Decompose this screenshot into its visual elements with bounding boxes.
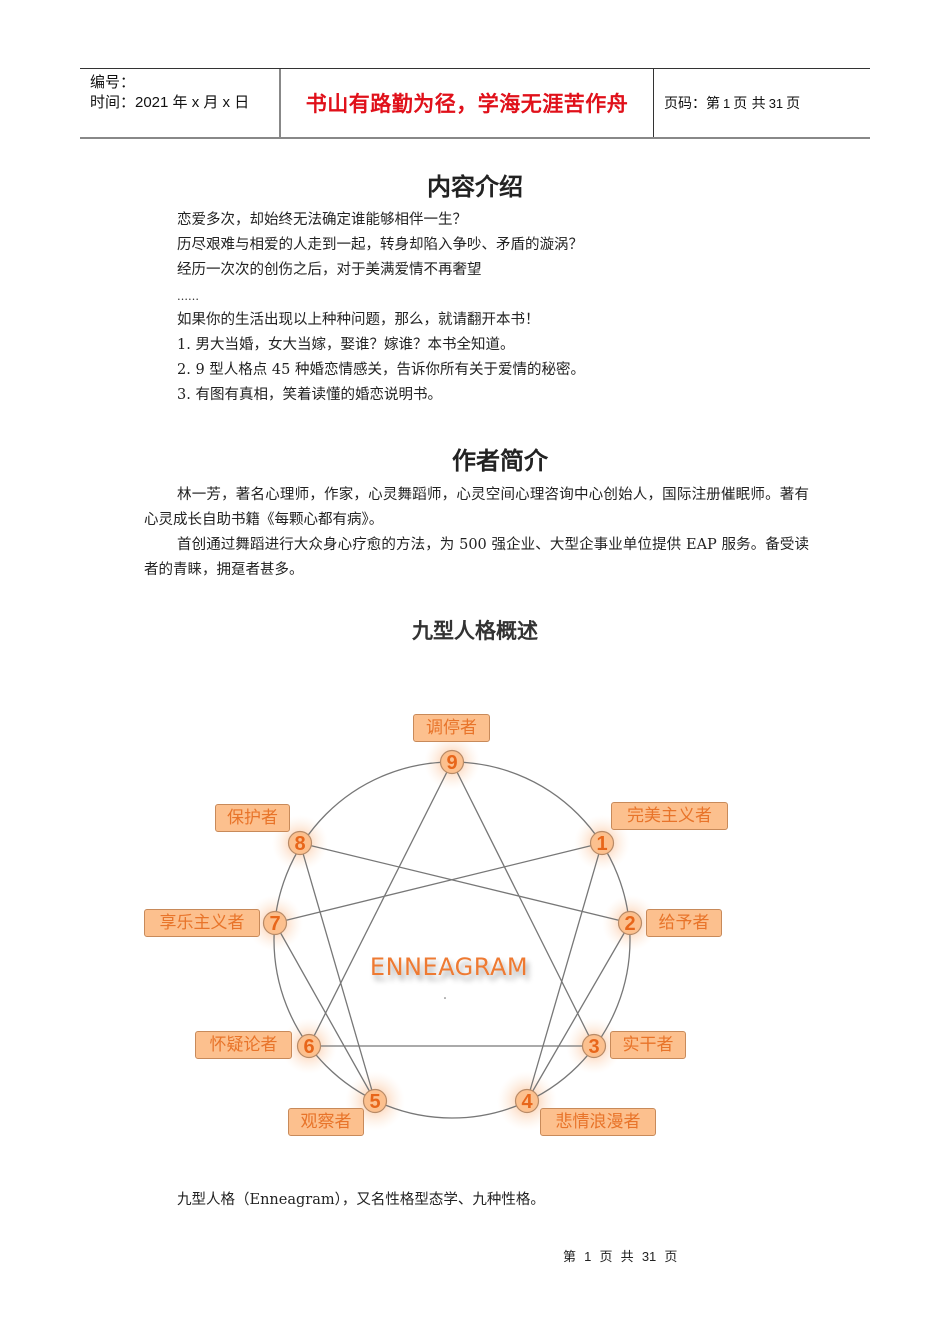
- enneagram-diagram: ENNEAGRAM 9 1 2 3 4 5 6 7 8 调停者 完美主义者 给予…: [0, 700, 950, 1160]
- intro-ellipsis: ……: [177, 290, 199, 303]
- svg-text:9: 9: [446, 752, 457, 774]
- node-4: 4: [514, 1088, 540, 1114]
- type-label-5: 观察者: [288, 1108, 364, 1136]
- section-title-author: 作者简介: [452, 447, 548, 475]
- type-label-9: 调停者: [413, 714, 490, 742]
- node-9: 9: [439, 749, 465, 775]
- type-label-3: 实干者: [610, 1031, 686, 1059]
- node-3: 3: [581, 1033, 607, 1059]
- page-suffix: 页: [786, 96, 801, 112]
- page-current: 1: [723, 95, 731, 111]
- node-5: 5: [362, 1088, 388, 1114]
- intro-line: 历尽艰难与相爱的人走到一起，转身却陷入争吵、矛盾的漩涡？: [177, 237, 583, 253]
- svg-text:7: 7: [269, 913, 280, 935]
- svg-text:6: 6: [303, 1036, 314, 1058]
- intro-list-item: 1. 男大当婚，女大当嫁，娶谁？嫁谁？本书全知道。: [177, 337, 515, 353]
- enneagram-caption: 九型人格（Enneagram），又名性格型态学、九种性格。: [177, 1192, 545, 1208]
- author-paragraph: 首创通过舞蹈进行大众身心疗愈的方法，为 500 强企业、大型企事业单位提供 EA…: [144, 537, 809, 578]
- svg-text:4: 4: [521, 1091, 533, 1113]
- intro-list-item: 2. 9 型人格点 45 种婚恋情感关，告诉你所有关于爱情的秘密。: [177, 362, 585, 378]
- glows: [247, 734, 658, 1131]
- footer-mid: 页 共: [599, 1250, 634, 1265]
- footer-prefix: 第: [563, 1250, 577, 1265]
- serial-number-label: 编号：: [90, 74, 136, 91]
- intro-line: 经历一次次的创伤之后，对于美满爱情不再奢望: [177, 262, 482, 278]
- type-label-8: 保护者: [215, 804, 290, 832]
- enneagram-center-label: ENNEAGRAM: [370, 953, 528, 981]
- document-header: 编号： 时间：2021 年 x 月 x 日 书山有路勤为径，学海无涯苦作舟 页码…: [80, 68, 870, 139]
- svg-text:3: 3: [588, 1036, 599, 1058]
- svg-text:2: 2: [624, 913, 635, 935]
- type-label-6: 怀疑论者: [195, 1031, 292, 1059]
- intro-line: 如果你的生活出现以上种种问题，那么，就请翻开本书！: [177, 312, 540, 328]
- type-label-2: 给予者: [646, 909, 722, 937]
- type-label-7: 享乐主义者: [144, 909, 260, 937]
- node-8: 8: [287, 830, 313, 856]
- footer-current-page: 1: [584, 1249, 592, 1264]
- svg-text:5: 5: [369, 1091, 380, 1113]
- type-nodes: 9 1 2 3 4 5 6 7 8: [262, 749, 643, 1114]
- type-label-1: 完美主义者: [611, 802, 728, 830]
- footer-total-pages: 31: [641, 1249, 657, 1264]
- page-total: 31: [768, 95, 784, 111]
- date-label: 时间：2021 年 x 月 x 日: [90, 94, 250, 111]
- node-2: 2: [617, 910, 643, 936]
- enneagram-figure: ENNEAGRAM 9 1 2 3 4 5 6 7 8: [247, 734, 658, 1131]
- svg-text:1: 1: [596, 833, 607, 855]
- page-footer: 第 1 页 共 31 页: [563, 1246, 677, 1265]
- connecting-lines: [274, 761, 631, 1102]
- section-title-enneagram: 九型人格概述: [412, 619, 538, 643]
- author-paragraph: 林一芳，著名心理师，作家，心灵舞蹈师，心灵空间心理咨询中心创始人，国际注册催眠师…: [144, 487, 809, 528]
- header-meta-cell: 编号： 时间：2021 年 x 月 x 日: [80, 69, 281, 137]
- node-1: 1: [589, 830, 615, 856]
- type-label-4: 悲情浪漫者: [540, 1108, 656, 1136]
- svg-text:8: 8: [294, 833, 305, 855]
- header-page-indicator: 页码：第 1 页 共 31 页: [654, 69, 870, 137]
- page-prefix: 页码：第: [664, 96, 720, 112]
- intro-line: 恋爱多次，却始终无法确定谁能够相伴一生？: [177, 212, 467, 228]
- header-motto: 书山有路勤为径，学海无涯苦作舟: [281, 69, 654, 137]
- section-title-intro: 内容介绍: [427, 173, 523, 201]
- footer-suffix: 页: [664, 1250, 678, 1265]
- page-mid: 页 共: [733, 96, 766, 112]
- node-6: 6: [296, 1033, 322, 1059]
- intro-list-item: 3. 有图有真相，笑着读懂的婚恋说明书。: [177, 387, 442, 403]
- node-7: 7: [262, 910, 288, 936]
